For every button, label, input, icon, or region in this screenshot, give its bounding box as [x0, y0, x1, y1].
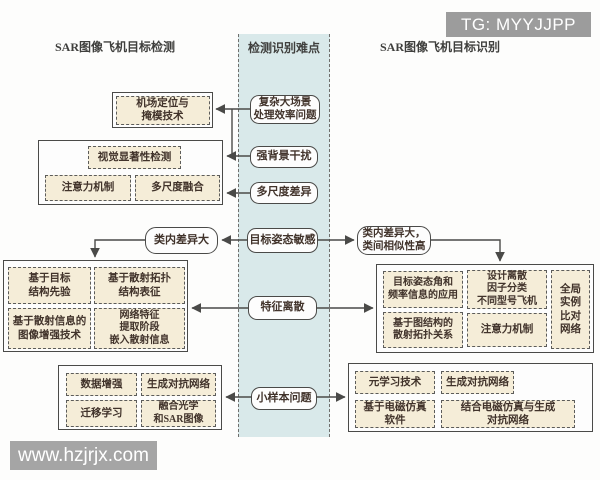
node-data-augmentation: 数据增强: [66, 373, 137, 396]
tg-banner-text: TG: MYYJJPP: [460, 14, 577, 34]
detection-saliency-group: 视觉显著性检测 注意力机制 多尺度融合: [38, 140, 223, 205]
center-column-title: 检测识别难点: [247, 41, 320, 55]
recognition-small-sample-group: 元学习技术 生成对抗网络 基于电磁仿真 软件 结合电磁仿真与生成 对抗网络: [348, 363, 593, 432]
right-column-title: SAR图像飞机目标识别: [379, 40, 500, 54]
node-structure-prior: 基于目标 结构先验: [8, 267, 91, 304]
node-transfer-learning: 迁移学习: [66, 400, 137, 427]
watermark: www.hzjrjx.com: [10, 441, 157, 470]
node-attention-detection: 注意力机制: [45, 175, 131, 201]
detection-scatter-group: 基于目标 结构先验 基于散射拓扑 结构表征 基于散射信息的 图像增强技术 网络特…: [3, 260, 188, 352]
node-complex-scene-problem: 复杂大场景 处理效率问题: [250, 95, 320, 124]
node-scatter-enhancement: 基于散射信息的 图像增强技术: [8, 308, 91, 349]
node-intra-inter-class: 类内差异大， 类间相似性高: [357, 226, 431, 255]
node-embed-scatter-info: 网络特征 提取阶段 嵌入散射信息: [94, 308, 185, 349]
watermark-text: www.hzjrjx.com: [18, 444, 149, 466]
node-visual-saliency: 视觉显著性检测: [88, 146, 181, 169]
node-small-sample-problem: 小样本问题: [251, 387, 317, 410]
node-graph-topology: 基于图结构的 散射拓扑关系: [383, 312, 463, 348]
node-multiscale-difference: 多尺度差异: [250, 182, 318, 204]
node-scatter-topology: 基于散射拓扑 结构表征: [94, 267, 185, 304]
node-intra-class-difference: 类内差异大: [145, 227, 218, 254]
node-multiscale-fusion: 多尺度融合: [135, 175, 220, 201]
node-discrete-factor: 设计离散 因子分类 不同型号飞机: [467, 270, 547, 309]
left-column-title: SAR图像飞机目标检测: [54, 40, 175, 54]
node-background-interference: 强背景干扰: [250, 146, 318, 168]
node-optical-sar-fusion: 融合光学 和SAR图像: [141, 400, 216, 427]
node-em-gan-combination: 结合电磁仿真与生成 对抗网络: [441, 400, 575, 428]
node-airport-masking: 机场定位与 掩模技术: [112, 92, 213, 128]
node-attitude-sensitive: 目标姿态敏感: [247, 228, 318, 253]
tg-banner: TG: MYYJJPP: [446, 12, 591, 37]
node-global-instance-network: 全局 实例 比对 网络: [551, 270, 590, 349]
node-attention-recognition: 注意力机制: [467, 313, 547, 347]
recognition-feature-group: 目标姿态角和 频率信息的应用 设计离散 因子分类 不同型号飞机 全局 实例 比对…: [376, 264, 594, 353]
node-attitude-frequency: 目标姿态角和 频率信息的应用: [383, 271, 463, 308]
node-feature-discrete: 特征离散: [248, 296, 317, 320]
node-gan-recognition: 生成对抗网络: [441, 371, 514, 394]
node-meta-learning: 元学习技术: [355, 371, 435, 394]
node-gan-detection: 生成对抗网络: [141, 373, 216, 396]
detection-small-sample-group: 数据增强 生成对抗网络 迁移学习 融合光学 和SAR图像: [58, 365, 222, 430]
node-em-simulation: 基于电磁仿真 软件: [355, 400, 435, 428]
node-airport-masking-label: 机场定位与 掩模技术: [115, 95, 210, 125]
